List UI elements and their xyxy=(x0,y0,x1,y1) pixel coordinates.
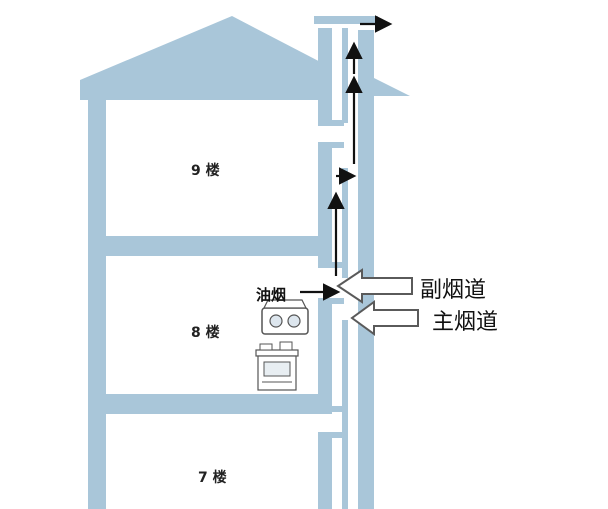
secondary-flue-callout-arrow xyxy=(336,268,413,304)
roof xyxy=(80,16,332,100)
secondary-flue-label: 副烟道 xyxy=(420,278,487,303)
main-flue-label: 主烟道 xyxy=(432,310,499,335)
chimney-cap xyxy=(314,16,378,24)
floor-label-9: 9 楼 xyxy=(191,163,220,179)
floor-slab-9 xyxy=(88,236,332,256)
shaft-left-wall-2 xyxy=(318,146,332,264)
inlet-ledge xyxy=(318,262,344,268)
stove xyxy=(255,341,299,391)
flue-divider xyxy=(342,28,348,123)
inlet-ledge xyxy=(318,142,344,148)
shaft-left-wall xyxy=(318,28,332,123)
inlet-ledge xyxy=(318,406,344,412)
inlet-ledge xyxy=(318,298,344,304)
shaft-left-wall-4 xyxy=(318,436,332,509)
shaft-left-wall-3 xyxy=(318,302,332,410)
flue-divider xyxy=(342,320,348,509)
left-outer-wall xyxy=(88,96,106,509)
range-hood xyxy=(261,299,309,335)
shaft-right-wall xyxy=(358,30,374,509)
inlet-ledge xyxy=(318,432,344,438)
oil-smoke-label: 油烟 xyxy=(256,286,287,304)
inlet-ledge xyxy=(318,120,344,126)
flue-divider xyxy=(342,168,348,278)
main-flue-callout-arrow xyxy=(350,300,419,336)
floor-label-7: 7 楼 xyxy=(198,470,227,486)
floor-slab-8 xyxy=(88,394,332,414)
floor-label-8: 8 楼 xyxy=(191,325,220,341)
